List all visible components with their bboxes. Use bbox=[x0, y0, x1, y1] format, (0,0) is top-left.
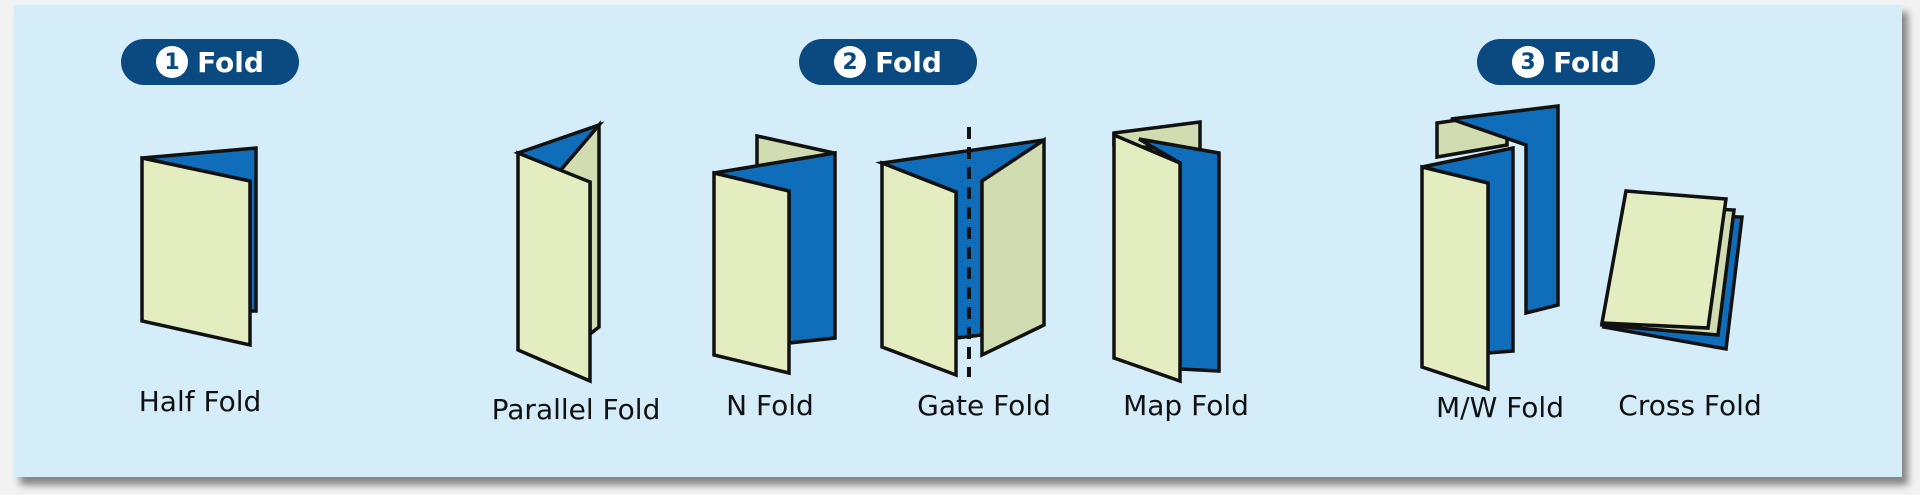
group-1-label: Fold bbox=[197, 45, 264, 79]
group-2-number: 2 bbox=[834, 46, 867, 78]
parallel-fold-label: Parallel Fold bbox=[491, 393, 661, 426]
fold-types-panel: 1 Fold 2 Fold 3 Fold bbox=[14, 4, 1902, 477]
group-1-number: 1 bbox=[156, 46, 189, 78]
group-2-badge: 2 Fold bbox=[799, 39, 977, 85]
fold-illustrations bbox=[140, 104, 1744, 392]
cross-fold-label: Cross Fold bbox=[1618, 389, 1762, 422]
mw-fold-label: M/W Fold bbox=[1436, 391, 1564, 424]
map-fold-label: Map Fold bbox=[1123, 389, 1249, 422]
parallel-fold-icon bbox=[513, 120, 605, 384]
group-2-label: Fold bbox=[875, 45, 942, 79]
gate-fold-label: Gate Fold bbox=[917, 389, 1051, 422]
gate-fold-icon bbox=[875, 127, 1046, 378]
mw-fold-icon bbox=[1420, 104, 1560, 392]
cross-fold-icon bbox=[1599, 189, 1744, 352]
n-fold-icon bbox=[712, 133, 837, 376]
group-3-label: Fold bbox=[1553, 45, 1620, 79]
n-fold-label: N Fold bbox=[726, 389, 814, 422]
group-3-badge: 3 Fold bbox=[1477, 39, 1655, 85]
half-fold-label: Half Fold bbox=[138, 385, 262, 418]
group-1-badge: 1 Fold bbox=[121, 39, 299, 85]
half-fold-icon bbox=[140, 146, 258, 348]
group-3-number: 3 bbox=[1512, 46, 1545, 78]
map-fold-icon bbox=[1112, 120, 1221, 384]
